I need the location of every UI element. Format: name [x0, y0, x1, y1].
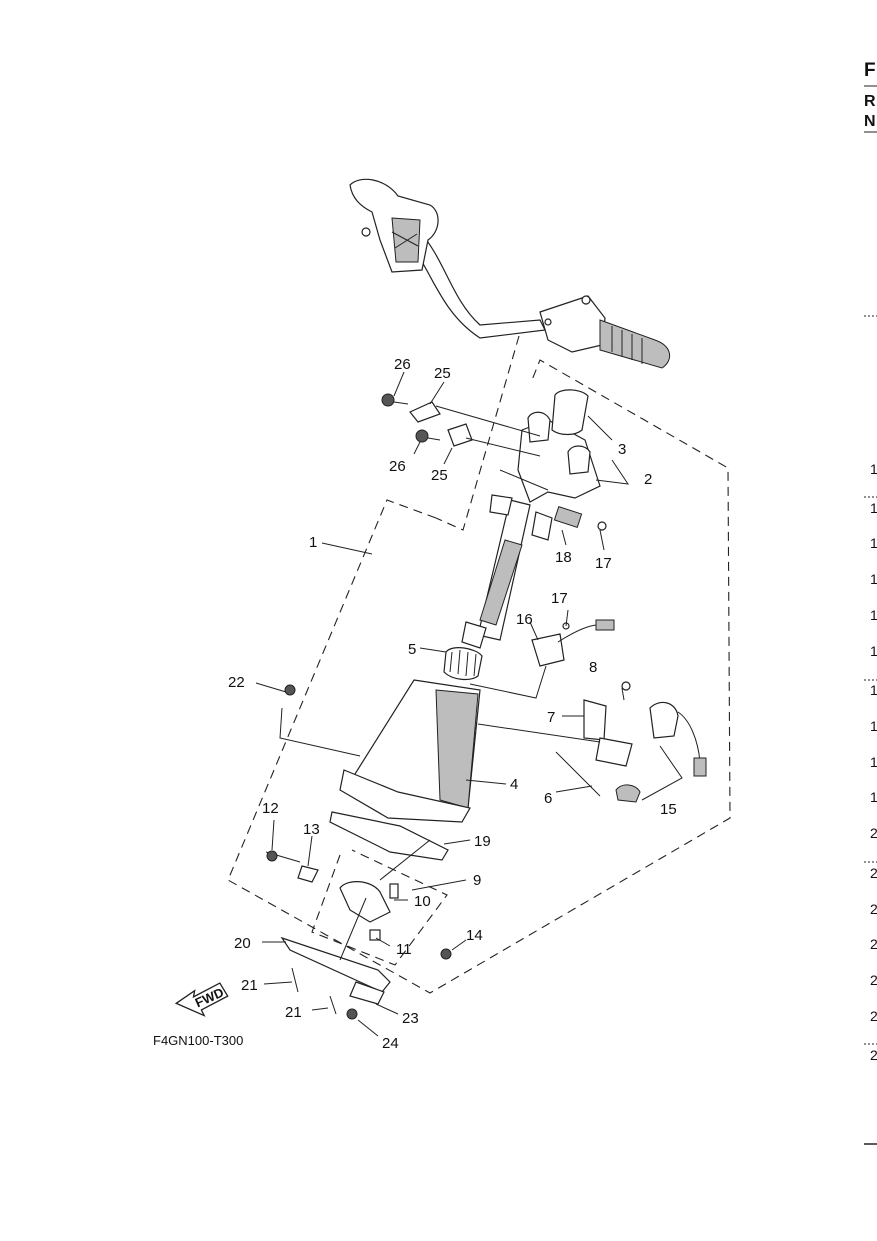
- right-header-3: N: [864, 113, 876, 130]
- callout-19: 19: [474, 833, 491, 850]
- right-row: 1: [870, 718, 877, 734]
- right-row: 2: [870, 1008, 877, 1024]
- callout-6: 6: [544, 790, 552, 807]
- callout-3: 3: [618, 441, 626, 458]
- callout-23: 23: [402, 1010, 419, 1027]
- callout-21-upper: 21: [241, 977, 258, 994]
- steering-column: [461, 389, 601, 649]
- right-row: 2: [870, 865, 877, 881]
- callout-25-upper: 25: [434, 365, 451, 382]
- callout-26-lower: 26: [389, 458, 406, 475]
- right-row: 1: [870, 535, 877, 551]
- callout-5: 5: [408, 641, 416, 658]
- callout-15: 15: [660, 801, 677, 818]
- fwd-arrow: FWD: [174, 982, 229, 1017]
- callout-25-lower: 25: [431, 467, 448, 484]
- assembly-boundary-dashed: [227, 335, 731, 994]
- lower-parts: [265, 811, 452, 1020]
- callout-16: 16: [516, 611, 533, 628]
- right-row: 1: [870, 643, 877, 659]
- callout-24: 24: [382, 1035, 399, 1052]
- nozzle-housing: [339, 647, 483, 823]
- callout-18: 18: [555, 549, 572, 566]
- callout-21-lower: 21: [285, 1004, 302, 1021]
- callout-10: 10: [414, 893, 431, 910]
- right-header-1: F: [864, 60, 876, 81]
- callout-14: 14: [466, 927, 483, 944]
- callout-7: 7: [547, 709, 555, 726]
- right-row: 2: [870, 1047, 877, 1063]
- right-row: 1: [870, 682, 877, 698]
- callout-4: 4: [510, 776, 518, 793]
- leader-lines: [255, 371, 683, 1037]
- callout-numbers: 1 2 3 4 5 6 7 8 9 10 11 12 13 14 15 16 1…: [228, 356, 677, 1052]
- sensor-parts: [531, 506, 707, 803]
- right-row: 2: [870, 901, 877, 917]
- callout-8: 8: [589, 659, 597, 676]
- callout-26-upper: 26: [394, 356, 411, 373]
- right-row: 1: [870, 789, 877, 805]
- fwd-label: FWD: [193, 985, 226, 1011]
- right-edge-parts-list: F R N 1 1 1 1 1 1 1 1 1 1 2 2 2 2 2 2 2: [864, 60, 877, 1145]
- right-row: 1: [870, 571, 877, 587]
- right-row: 1: [870, 500, 877, 516]
- figure-code: F4GN100-T300: [153, 1033, 243, 1048]
- right-row: 2: [870, 936, 877, 952]
- callout-11: 11: [396, 941, 412, 958]
- right-header-2: R: [864, 93, 876, 110]
- callout-20: 20: [234, 935, 251, 952]
- callout-2: 2: [644, 471, 652, 488]
- right-row: 1: [870, 607, 877, 623]
- callout-17-lower: 17: [595, 555, 612, 572]
- upper-bolts: [284, 393, 473, 696]
- right-row: 1: [870, 754, 877, 770]
- callout-1: 1: [309, 534, 317, 551]
- callout-9: 9: [473, 872, 481, 889]
- callout-12: 12: [262, 800, 279, 817]
- right-row: 2: [870, 972, 877, 988]
- handlebar-assembly: [349, 178, 671, 369]
- callout-13: 13: [303, 821, 320, 838]
- callout-22: 22: [228, 674, 245, 691]
- callout-17-upper: 17: [551, 590, 568, 607]
- right-row: 2: [870, 825, 877, 841]
- right-row: 1: [870, 461, 877, 477]
